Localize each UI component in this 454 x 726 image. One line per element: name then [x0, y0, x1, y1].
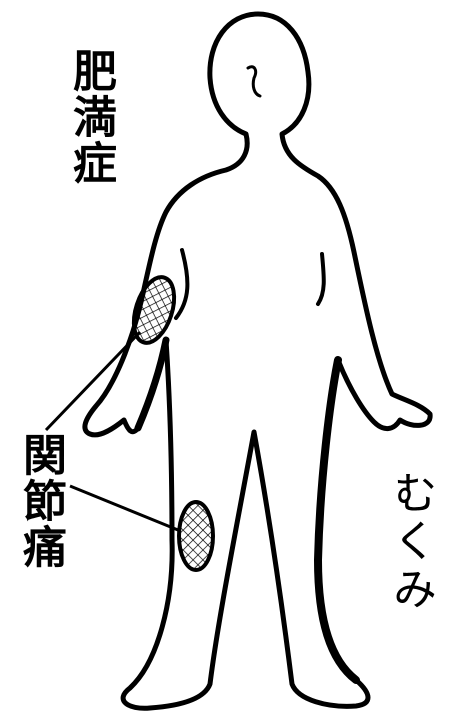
label-edema: むくみ [388, 470, 432, 614]
knee-joint-area [179, 502, 213, 570]
knee-leader-line [70, 486, 178, 530]
label-joint-pain: 関節痛 [18, 432, 62, 570]
body-outline [85, 14, 430, 708]
label-obesity: 肥満症 [68, 48, 112, 186]
